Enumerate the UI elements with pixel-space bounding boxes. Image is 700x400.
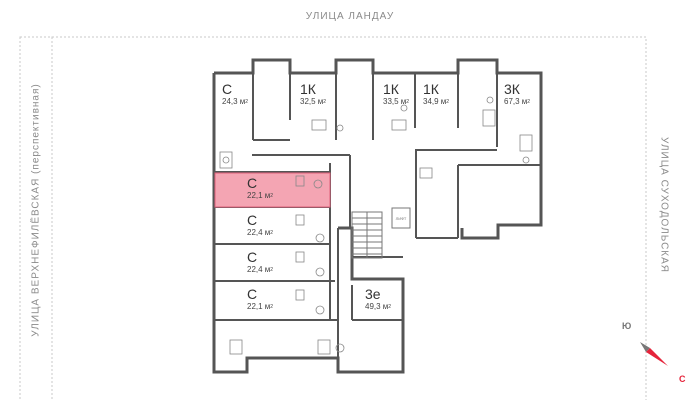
compass-north-label: С — [679, 374, 686, 384]
apartment-type: 1К — [383, 81, 399, 97]
apartment-area: 22,4 м2 — [247, 228, 274, 237]
apartment-label[interactable]: 1К 34,9 м2 — [423, 82, 449, 107]
apartment-type: С — [247, 286, 258, 302]
apartment-type: 1К — [423, 81, 439, 97]
apartment-type: 3К — [504, 81, 520, 97]
apartment-label[interactable]: 1К 33,5 м2 — [383, 82, 409, 107]
elevator — [391, 207, 411, 229]
apartment-label[interactable]: 1К 32,5 м2 — [300, 82, 326, 107]
apartment-area: 49,3 м2 — [365, 302, 392, 311]
apartment-label[interactable]: С 22,1 м2 — [247, 287, 273, 312]
apartment-area: 67,3 м2 — [504, 97, 531, 106]
apartment-label[interactable]: 3е 49,3 м2 — [365, 287, 391, 312]
stairwell — [351, 211, 383, 259]
site-boundary — [19, 36, 647, 400]
apartment-area: 24,3 м2 — [222, 97, 249, 106]
street-top-label: УЛИЦА ЛАНДАУ — [305, 11, 395, 22]
apartment-label[interactable]: 3К 67,3 м2 — [504, 82, 530, 107]
apartment-area: 22,4 м2 — [247, 265, 274, 274]
apartment-type: С — [247, 175, 258, 191]
apartment-label[interactable]: С 24,3 м2 — [222, 82, 248, 107]
apartment-area: 22,1 м2 — [247, 302, 274, 311]
apartment-area: 22,1 м2 — [247, 191, 274, 200]
compass — [640, 342, 668, 366]
apartment-type: С — [247, 212, 258, 228]
apartment-type: 3е — [365, 286, 381, 302]
apartment-type: 1К — [300, 81, 316, 97]
street-right-label: УЛИЦА СУХОДОЛЬСКАЯ — [658, 136, 670, 274]
apartment-type: С — [222, 81, 233, 97]
building-boundary — [51, 36, 647, 400]
apartment-area: 33,5 м2 — [383, 97, 410, 106]
elevator-label: ЛИФТ — [396, 216, 407, 221]
apartment-type: С — [247, 249, 258, 265]
sanitary-fixtures — [219, 96, 533, 355]
compass-south-label: Ю — [622, 321, 632, 331]
apartment-label[interactable]: С 22,4 м2 — [247, 213, 273, 238]
apartment-area: 34,9 м2 — [423, 97, 450, 106]
apartment-label-selected[interactable]: С 22,1 м2 — [247, 176, 273, 201]
street-left-label: УЛИЦА ВЕРХНЕФИЛЁВСКАЯ (перспективная) — [30, 83, 42, 337]
apartment-area: 32,5 м2 — [300, 97, 327, 106]
apartment-label[interactable]: С 22,4 м2 — [247, 250, 273, 275]
selected-apartment-highlight[interactable] — [214, 172, 331, 208]
